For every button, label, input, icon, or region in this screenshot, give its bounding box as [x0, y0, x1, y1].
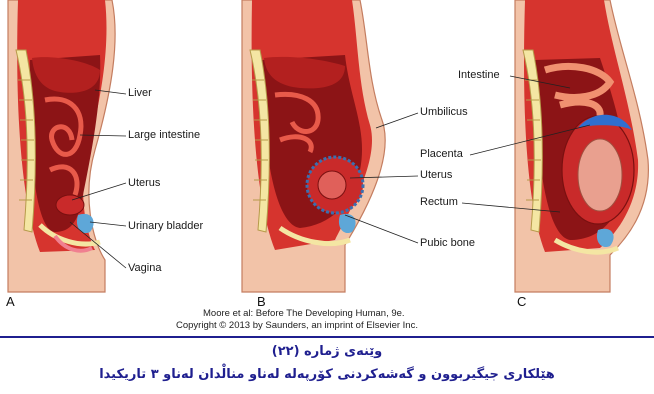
fetus-c [578, 139, 622, 211]
credit-line-2: Copyright © 2013 by Saunders, an imprint… [176, 320, 418, 331]
label-umbilicus: Umbilicus [420, 106, 468, 118]
label-urinary-bladder: Urinary bladder [128, 220, 203, 232]
caption-title: وێنەی ژمارە (٢٢) [0, 344, 654, 359]
label-uterus-b: Uterus [420, 169, 452, 181]
label-vagina: Vagina [128, 262, 161, 274]
label-large-intestine: Large intestine [128, 129, 200, 141]
caption-subtitle: هێلکاری جیگیربوون و گەشەکردنی کۆرپەلە لە… [0, 367, 654, 382]
panel-label-a: A [6, 294, 15, 309]
fetus-b [318, 171, 346, 199]
panel-label-c: C [517, 294, 526, 309]
label-pubic-bone: Pubic bone [420, 237, 475, 249]
label-rectum: Rectum [420, 196, 458, 208]
pointer-urinary-bladder [90, 222, 126, 226]
label-placenta: Placenta [420, 148, 463, 160]
uterus-a-shape [56, 195, 84, 215]
figure-c [462, 0, 648, 292]
figure-a [8, 0, 126, 292]
caption-divider [0, 336, 654, 338]
credit-line-1: Moore et al: Before The Developing Human… [203, 308, 405, 319]
figure-b [242, 0, 418, 292]
label-liver: Liver [128, 87, 152, 99]
label-uterus-a: Uterus [128, 177, 160, 189]
panel-label-b: B [257, 294, 266, 309]
label-intestine: Intestine [458, 69, 500, 81]
pointer-pubic-bone [345, 215, 418, 243]
